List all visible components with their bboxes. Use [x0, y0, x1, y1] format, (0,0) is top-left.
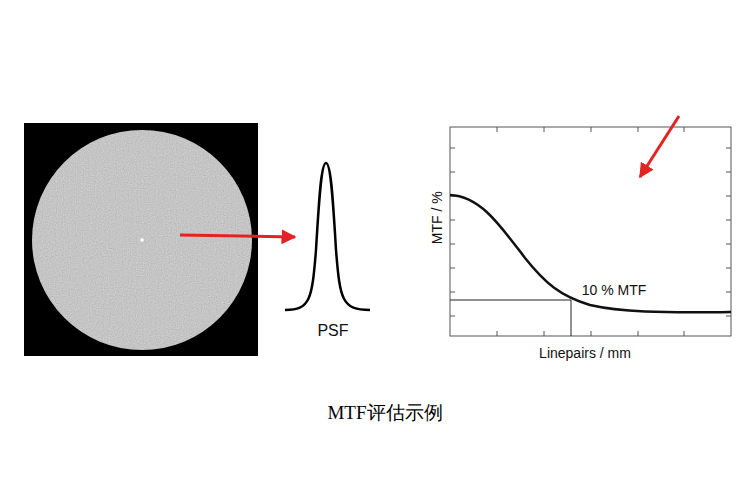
plot-frame	[450, 127, 731, 336]
tick	[726, 244, 731, 245]
tick	[684, 331, 685, 336]
ct-image-background	[24, 123, 258, 356]
tick	[450, 220, 455, 221]
tick	[497, 331, 498, 336]
tick	[450, 148, 455, 149]
ten-percent-guide	[450, 300, 571, 336]
tick	[726, 196, 731, 197]
tick	[544, 127, 545, 132]
tick	[450, 244, 455, 245]
point-source	[140, 238, 144, 242]
tick	[450, 316, 455, 317]
tick	[450, 268, 455, 269]
tick	[450, 292, 455, 293]
red-arrow	[180, 235, 295, 237]
tick	[638, 331, 639, 336]
tick	[726, 292, 731, 293]
mtf-curve	[450, 195, 731, 312]
tick	[726, 316, 731, 317]
figure-caption: MTF评估示例	[327, 402, 442, 425]
tick	[591, 127, 592, 132]
axis-ticks	[450, 127, 731, 336]
curve-label: PSF	[317, 322, 348, 340]
tick	[726, 148, 731, 149]
tick	[497, 127, 498, 132]
tick	[450, 172, 455, 173]
tick	[544, 331, 545, 336]
tick	[638, 127, 639, 132]
tick	[684, 127, 685, 132]
psf-curve	[285, 163, 370, 310]
red-arrow	[640, 116, 679, 177]
tick	[726, 268, 731, 269]
axis-title: Linepairs / mm	[539, 346, 631, 361]
tick	[591, 331, 592, 336]
axis-title: MTF / %	[429, 192, 444, 245]
annotation: 10 % MTF	[582, 283, 647, 298]
tick	[726, 220, 731, 221]
tick	[726, 172, 731, 173]
phantom-disc	[32, 130, 252, 350]
